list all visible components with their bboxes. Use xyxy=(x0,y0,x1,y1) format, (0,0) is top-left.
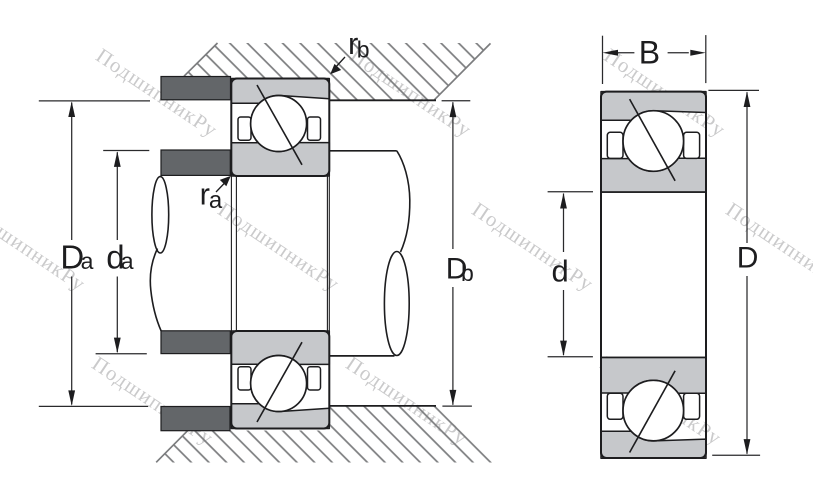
svg-text:d: d xyxy=(106,239,124,276)
svg-text:a: a xyxy=(81,248,94,274)
svg-text:D: D xyxy=(60,239,84,276)
svg-text:B: B xyxy=(639,35,660,71)
svg-text:d: d xyxy=(552,254,569,289)
svg-text:a: a xyxy=(209,187,223,214)
svg-text:r: r xyxy=(200,176,210,211)
svg-text:b: b xyxy=(461,260,474,286)
svg-text:b: b xyxy=(357,36,370,62)
svg-text:a: a xyxy=(121,248,134,274)
svg-text:r: r xyxy=(348,26,358,61)
svg-text:D: D xyxy=(737,242,759,275)
svg-text:D: D xyxy=(446,252,468,285)
